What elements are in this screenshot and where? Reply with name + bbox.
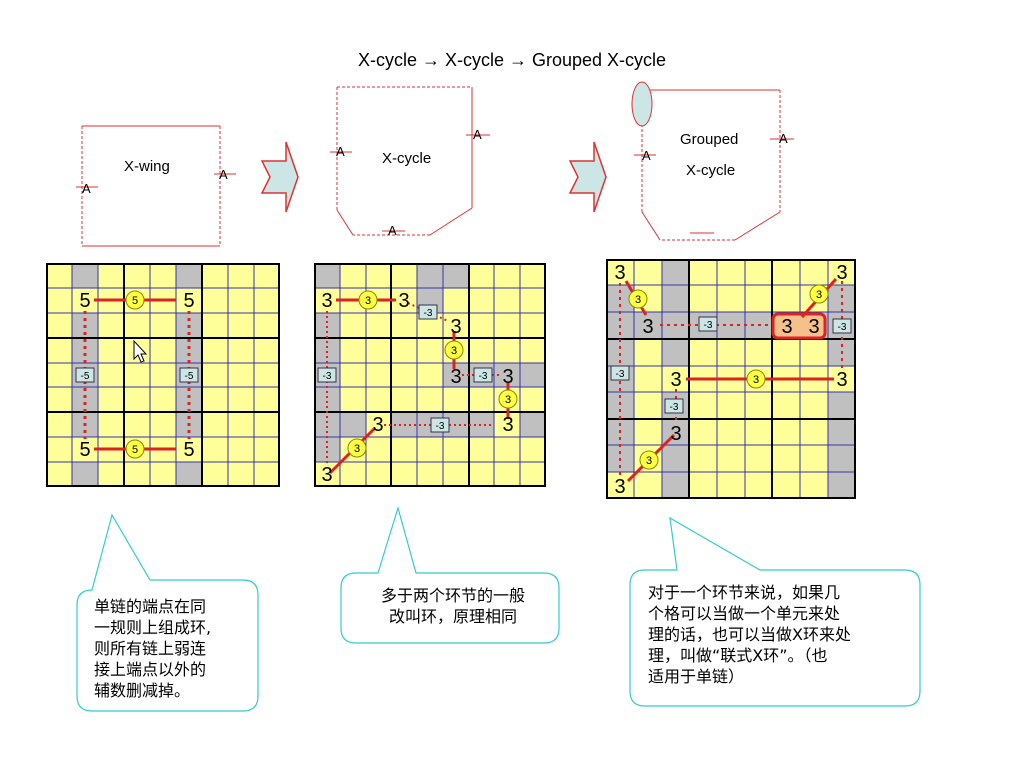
- eliminated-box: -3: [424, 308, 433, 319]
- callout-line: 一规则上组成环,: [94, 618, 212, 637]
- callout-line: 多于两个环节的一般: [380, 586, 525, 605]
- candidate-digit: 3: [372, 414, 383, 436]
- callout-line: 理，叫做“联式X环”。（也: [648, 646, 828, 665]
- eliminated-box: -3: [838, 322, 847, 333]
- callout-line: 则所有链上弱连: [94, 639, 207, 658]
- callout-3-bubble: [629, 516, 921, 707]
- eliminated-box: -3: [704, 320, 713, 331]
- candidate-digit: 3: [614, 476, 625, 498]
- callout-1-bubble: [76, 513, 259, 712]
- xcycle-label: X-cycle: [382, 150, 432, 167]
- candidate-digit: 3: [836, 262, 847, 284]
- candidate-digit: 3: [614, 262, 625, 284]
- callout-line: 辅数删减掉。: [94, 681, 191, 700]
- candidate-digit: 3: [398, 290, 409, 312]
- endpoint-mark: A: [473, 127, 482, 142]
- candidate-digit: 3: [502, 414, 513, 436]
- sudoku-grid-2: 3 3 3 3 3 3 3 3 3 3 3 3 -3 -3 -3 -3: [314, 263, 546, 487]
- xwing-shape: [76, 125, 236, 247]
- eliminated-box: -3: [670, 402, 679, 413]
- candidate-digit: 3: [321, 464, 332, 486]
- callout-line: 改叫环，原理相同: [388, 607, 517, 626]
- candidate-digit: 3: [670, 423, 681, 445]
- callout-3-text: 对于一个环节来说，如果几 个格可以当做一个单元来处 理的话，也可以当做X环来处 …: [648, 582, 851, 687]
- circle-digit: 3: [646, 455, 652, 467]
- endpoint-mark: A: [336, 144, 345, 159]
- callout-2-text: 多于两个环节的一般 改叫环，原理相同: [364, 585, 542, 627]
- circle-digit: 3: [354, 443, 360, 455]
- circle-digit: 3: [365, 295, 371, 307]
- circle-digit: 5: [132, 295, 138, 307]
- circle-digit: 3: [816, 289, 822, 301]
- callout-shapes: [76, 505, 921, 712]
- sudoku-grid-1: 5 5 5 5 5 5 -5 -5: [46, 263, 280, 487]
- candidate-digit: 3: [450, 316, 461, 338]
- eliminated-box: -3: [436, 421, 445, 432]
- endpoint-mark: A: [82, 181, 91, 196]
- candidate-digit: 5: [79, 290, 90, 312]
- endpoint-mark: A: [388, 223, 397, 238]
- mouse-pointer-icon: [133, 339, 148, 363]
- circle-digit: 5: [132, 444, 138, 456]
- circle-digit: 3: [505, 394, 511, 406]
- xwing-label: X-wing: [124, 158, 170, 175]
- circle-digit: 3: [451, 345, 457, 357]
- candidate-digit: 3: [670, 369, 681, 391]
- candidate-digit: 3: [781, 316, 792, 338]
- callout-line: 个格可以当做一个单元来处: [648, 604, 841, 623]
- arrow-2: [568, 141, 607, 213]
- candidate-digit: 3: [450, 366, 461, 388]
- callout-line: 接上端点以外的: [94, 660, 207, 679]
- callout-line: 适用于单链）: [648, 667, 745, 686]
- eliminated-box: -3: [479, 371, 488, 382]
- grouped-xcycle-shape: [631, 81, 794, 241]
- circle-digit: 3: [635, 294, 641, 306]
- eliminated-box: -5: [185, 371, 194, 382]
- circle-digit: 3: [753, 374, 759, 386]
- candidate-digit: 3: [836, 369, 847, 391]
- xcycle-shape: [330, 86, 490, 236]
- eliminated-box: -3: [323, 371, 332, 382]
- callout-2-bubble: [340, 505, 560, 644]
- diagram-title: X-cycle → X-cycle → Grouped X-cycle: [357, 50, 667, 70]
- arrow-1: [260, 141, 299, 213]
- candidate-digit: 3: [502, 366, 513, 388]
- callout-line: 理的话，也可以当做X环来处: [648, 625, 851, 644]
- endpoint-mark: A: [779, 131, 788, 146]
- candidate-digit: 5: [183, 439, 194, 461]
- candidate-digit: 5: [79, 439, 90, 461]
- eliminated-box: -3: [616, 369, 625, 380]
- endpoint-mark: A: [219, 167, 228, 182]
- candidate-digit: 3: [808, 316, 819, 338]
- candidate-digit: 5: [183, 290, 194, 312]
- candidate-digit: 3: [321, 290, 332, 312]
- grouped-label-line2: X-cycle: [686, 162, 736, 179]
- shape-diagrams: [76, 81, 794, 247]
- sudoku-grid-3: 3 3 3 3 3 3 3 3 3 3 3 3 3 -3 -3 -3 -3: [606, 259, 856, 499]
- callout-line: 单链的端点在同: [94, 597, 207, 616]
- callout-line: 对于一个环节来说，如果几: [648, 583, 841, 602]
- eliminated-box: -5: [81, 371, 90, 382]
- grouped-label-line1: Grouped: [680, 131, 739, 148]
- candidate-digit: 3: [642, 316, 653, 338]
- endpoint-mark: A: [642, 148, 651, 163]
- callout-1-text: 单链的端点在同 一规则上组成环, 则所有链上弱连 接上端点以外的 辅数删减掉。: [94, 596, 211, 701]
